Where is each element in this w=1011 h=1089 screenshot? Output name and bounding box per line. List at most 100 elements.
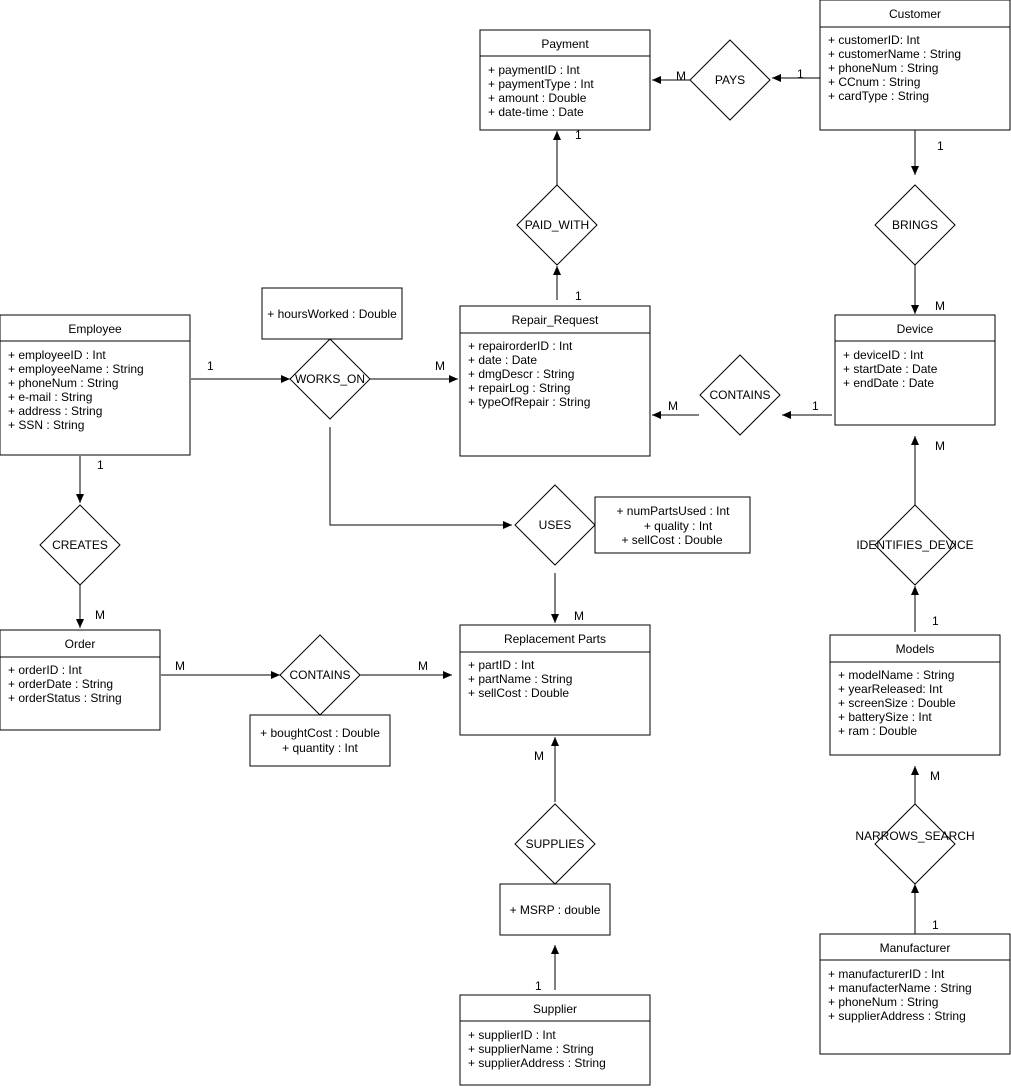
repair-request-attr-2: + dmgDescr : String xyxy=(468,367,574,381)
connectors xyxy=(76,74,919,990)
device-entity xyxy=(834,314,996,426)
employee-attr-1: + employeeName : String xyxy=(8,362,144,376)
customer-attr-3: + CCnum : String xyxy=(828,75,920,89)
employee-title: Employee xyxy=(68,322,122,336)
cardinality-paid-with-repair: 1 xyxy=(575,289,582,303)
pays-diamond xyxy=(689,39,771,121)
relationship-attribute-boxes: + hoursWorked : Double + numPartsUsed : … xyxy=(249,287,751,936)
supplier-title: Supplier xyxy=(533,1002,577,1016)
works-on-to-uses-connector xyxy=(329,427,512,529)
replacement-parts-entity xyxy=(459,624,651,736)
customer-entity xyxy=(819,0,1011,131)
payment-attr-1: + paymentType : Int xyxy=(488,77,594,91)
device-attr-2: + endDate : Date xyxy=(843,376,934,390)
payment-title: Payment xyxy=(541,37,589,51)
cardinality-pays-payment: M xyxy=(676,69,686,83)
uses-diamond xyxy=(514,484,596,566)
employee-attr-3: + e-mail : String xyxy=(8,390,92,404)
identifies-device-diamond xyxy=(874,504,956,586)
models-attr-2: + screenSize : Double xyxy=(838,696,956,710)
cardinality-supplies-supplier: 1 xyxy=(535,979,542,993)
uses-attr-1: + quality : Int xyxy=(644,519,713,533)
repair-request-attr-0: + repairorderID : Int xyxy=(468,339,573,353)
contains-device-diamond xyxy=(699,354,781,436)
order-title: Order xyxy=(65,637,96,651)
models-attr-4: + ram : Double xyxy=(838,724,917,738)
contains-order-label: CONTAINS xyxy=(289,668,350,682)
customer-attr-1: + customerName : String xyxy=(828,47,961,61)
supplier-attr-2: + supplierAddress : String xyxy=(468,1056,606,1070)
payment-entity xyxy=(479,29,651,131)
employee-entity xyxy=(0,314,191,456)
works-on-attr-box xyxy=(261,287,403,340)
works-on-attr-0: + hoursWorked : Double xyxy=(267,307,397,321)
cardinality-creates-employee: 1 xyxy=(97,458,104,472)
customer-title: Customer xyxy=(889,7,941,21)
models-title: Models xyxy=(896,642,935,656)
repair-request-title: Repair_Request xyxy=(512,313,599,327)
repair-request-attr-1: + date : Date xyxy=(468,353,537,367)
repair-request-attr-3: + repairLog : String xyxy=(468,381,570,395)
replacement-parts-attr-1: + partName : String xyxy=(468,672,572,686)
cardinality-uses-parts: M xyxy=(574,609,584,623)
supplies-diamond xyxy=(514,803,596,885)
cardinality-narrows-manufacturer: 1 xyxy=(932,918,939,932)
uses-attr-0: + numPartsUsed : Int xyxy=(616,504,730,518)
replacement-parts-attr-2: + sellCost : Double xyxy=(468,686,569,700)
brings-diamond xyxy=(874,184,956,266)
manufacturer-attr-2: + phoneNum : String xyxy=(828,995,938,1009)
cardinality-works-on-repair: M xyxy=(435,359,445,373)
order-attr-2: + orderStatus : String xyxy=(8,691,122,705)
models-attr-0: + modelName : String xyxy=(838,668,954,682)
manufacturer-title: Manufacturer xyxy=(880,941,951,955)
works-on-diamond xyxy=(289,338,371,420)
payment-attr-2: + amount : Double xyxy=(488,91,587,105)
cardinality-supplies-parts: M xyxy=(534,749,544,763)
employee-attr-4: + address : String xyxy=(8,404,102,418)
contains-order-diamond xyxy=(279,634,361,716)
device-attr-0: + deviceID : Int xyxy=(843,348,924,362)
customer-attr-0: + customerID: Int xyxy=(828,33,920,47)
models-entity xyxy=(829,634,1001,756)
relationship-diamonds: PAYS PAID_WITH BRINGS WORKS_ON CONTAINS … xyxy=(39,39,975,885)
narrows-search-label: NARROWS_SEARCH xyxy=(855,829,974,843)
uses-attr-2: + sellCost : Double xyxy=(621,533,722,547)
identifies-device-label: IDENTIFIES_DEVICE xyxy=(856,538,973,552)
cardinality-creates-order: M xyxy=(95,608,105,622)
contains-order-attr-0: + boughtCost : Double xyxy=(260,726,380,740)
uses-attr-box xyxy=(594,496,751,554)
cardinality-contains-parts: M xyxy=(418,659,428,673)
cardinality-contains-device: 1 xyxy=(812,399,819,413)
device-title: Device xyxy=(897,322,934,336)
cardinality-paid-with-payment: 1 xyxy=(575,128,582,142)
manufacturer-attr-3: + supplierAddress : String xyxy=(828,1009,966,1023)
customer-attr-2: + phoneNum : String xyxy=(828,61,938,75)
uses-label: USES xyxy=(539,518,572,532)
order-attr-1: + orderDate : String xyxy=(8,677,113,691)
cardinality-brings-device: M xyxy=(935,299,945,313)
payment-attr-0: + paymentID : Int xyxy=(488,63,580,77)
cardinality-identifies-models: 1 xyxy=(932,614,939,628)
cardinality-labels: M 1 1 1 1 M 1 M M 1 M 1 1 M M M M M 1 M … xyxy=(95,67,945,993)
paid-with-diamond xyxy=(516,184,598,266)
repair-request-entity xyxy=(459,305,651,457)
manufacturer-attr-0: + manufacturerID : Int xyxy=(828,967,945,981)
narrows-search-diamond xyxy=(874,803,956,885)
cardinality-pays-customer: 1 xyxy=(797,67,804,81)
replacement-parts-title: Replacement Parts xyxy=(504,632,606,646)
contains-order-attr-box xyxy=(249,714,391,767)
cardinality-contains-order: M xyxy=(175,659,185,673)
models-attr-1: + yearReleased: Int xyxy=(838,682,943,696)
cardinality-identifies-device: M xyxy=(935,439,945,453)
supplier-attr-0: + supplierID : Int xyxy=(468,1028,556,1042)
payment-attr-3: + date-time : Date xyxy=(488,105,584,119)
supplier-attr-1: + supplierName : String xyxy=(468,1042,594,1056)
creates-diamond xyxy=(39,504,121,586)
supplies-attr-0: + MSRP : double xyxy=(510,903,601,917)
contains-device-label: CONTAINS xyxy=(709,388,770,402)
supplies-label: SUPPLIES xyxy=(526,837,585,851)
models-attr-3: + batterySize : Int xyxy=(838,710,932,724)
contains-order-attr-1: + quantity : Int xyxy=(282,741,358,755)
